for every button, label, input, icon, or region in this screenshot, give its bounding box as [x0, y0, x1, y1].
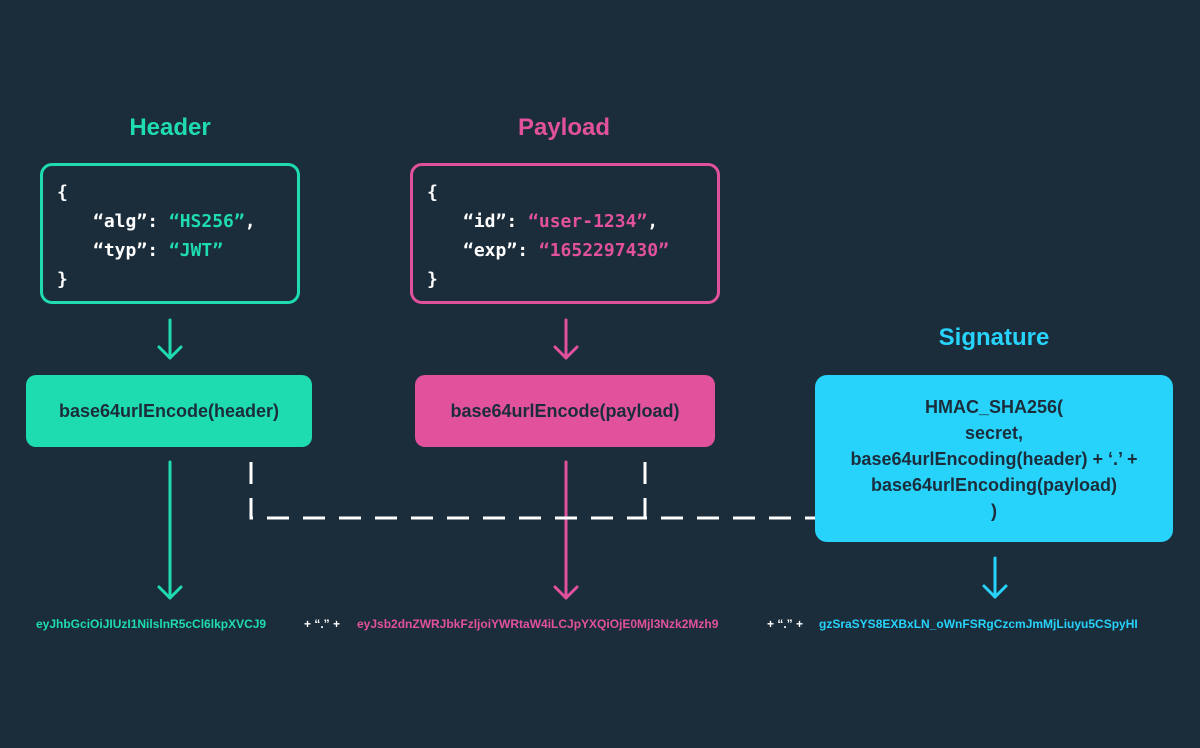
- signature-line-5: ): [991, 500, 997, 521]
- payload-json-open: {: [427, 182, 438, 203]
- payload-exp-value: “1652297430”: [538, 240, 669, 261]
- payload-id-value: “user-1234”: [528, 211, 648, 232]
- payload-id-key: “id”: [463, 211, 507, 232]
- payload-encode-label: base64urlEncode(payload): [450, 400, 680, 421]
- header-typ-value: “JWT”: [168, 240, 224, 261]
- payload-json-close: }: [427, 269, 438, 290]
- signature-line-1: HMAC_SHA256(: [924, 396, 1064, 417]
- dashed-connector: [249, 462, 815, 520]
- payload-json-exp-line: “exp”: “1652297430”: [463, 240, 669, 261]
- header-alg-key: “alg”: [93, 211, 148, 232]
- payload-encode-box: base64urlEncode(payload): [415, 375, 715, 447]
- payload-json-box: { “id”: “user-1234”, “exp”: “1652297430”…: [410, 163, 720, 304]
- separator-2: + “.” +: [767, 617, 804, 631]
- separator-1: + “.” +: [304, 617, 341, 631]
- signature-line-4: base64urlEncoding(payload): [870, 474, 1118, 495]
- header-typ-key: “typ”: [93, 240, 148, 261]
- header-json-close: }: [57, 269, 68, 290]
- header-token: eyJhbGciOiJIUzI1NilslnR5cCl6lkpXVCJ9: [36, 617, 267, 631]
- header-json-box: { “alg”: “HS256”, “typ”: “JWT” }: [40, 163, 300, 304]
- header-encode-label: base64urlEncode(header): [58, 400, 280, 421]
- payload-token: eyJsb2dnZWRJbkFzljoiYWRtaW4iLCJpYXQiOjE0…: [357, 617, 719, 631]
- header-json-alg-line: “alg”: “HS256”,: [93, 211, 256, 232]
- payload-to-encode-arrow: [553, 318, 579, 360]
- signature-title: Signature: [938, 324, 1050, 351]
- header-title: Header: [129, 114, 211, 141]
- payload-exp-key: “exp”: [463, 240, 518, 261]
- header-json-typ-line: “typ”: “JWT”: [93, 240, 224, 261]
- payload-to-token-arrow: [553, 460, 579, 600]
- signature-box: HMAC_SHA256( secret, base64urlEncoding(h…: [815, 375, 1173, 542]
- signature-token: gzSraSYS8EXBxLN_oWnFSRgCzcmJmMjLiuyu5CSp…: [819, 617, 1138, 631]
- signature-line-2: secret,: [964, 422, 1024, 443]
- header-to-token-arrow: [157, 460, 183, 600]
- payload-json-id-line: “id”: “user-1234”,: [463, 211, 659, 232]
- header-to-encode-arrow: [157, 318, 183, 360]
- header-encode-box: base64urlEncode(header): [26, 375, 312, 447]
- signature-line-3: base64urlEncoding(header) + ‘.’ +: [850, 448, 1138, 469]
- header-alg-value: “HS256”: [168, 211, 245, 232]
- payload-title: Payload: [517, 114, 611, 141]
- signature-to-token-arrow: [982, 556, 1008, 599]
- header-json-open: {: [57, 182, 68, 203]
